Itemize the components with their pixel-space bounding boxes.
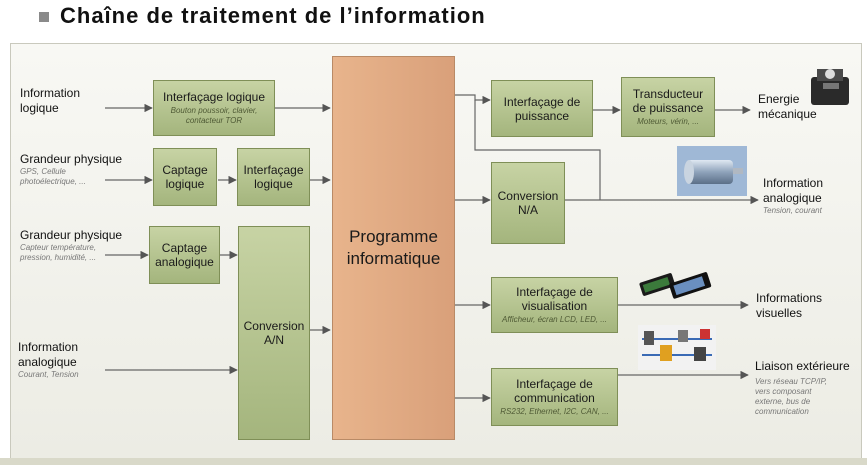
servo-motor-image — [811, 69, 849, 105]
block-interfacage-logique-1-note: Bouton poussoir, clavier, contacteur TOR — [170, 106, 258, 125]
dc-motor-image — [677, 146, 747, 196]
block-interfacage-visu-note: Afficheur, écran LCD, LED, ... — [502, 315, 607, 324]
page-title: Chaîne de traitement de l’information — [60, 3, 486, 28]
block-captage-logique: Captage logique — [153, 148, 217, 206]
title-bullet — [39, 12, 49, 22]
network-devices-image — [638, 325, 716, 370]
block-interfacage-visu-label: Interfaçage de visualisation — [516, 285, 593, 313]
output-liaison-note: Vers réseau TCP/IP, vers composant exter… — [755, 377, 828, 416]
input-grandeur-physique-1-title: Grandeur physique — [20, 152, 123, 166]
block-conversion-an: Conversion A/N — [238, 226, 310, 440]
input-grandeur-physique-2: Grandeur physique Capteur température, p… — [20, 228, 122, 263]
block-conversion-na: Conversion N/A — [491, 162, 565, 244]
block-interfacage-visualisation: Interfaçage de visualisation Afficheur, … — [491, 277, 618, 333]
input-info-analogique: Information analogique Courant, Tension — [18, 340, 79, 380]
block-transducteur: Transducteur de puissance Moteurs, vérin… — [621, 77, 715, 137]
block-programme-label: Programme informatique — [346, 227, 441, 268]
input-info-analogique-title: Information analogique — [18, 340, 79, 369]
block-interfacage-communication: Interfaçage de communication RS232, Ethe… — [491, 368, 618, 426]
block-interfacage-logique-1: Interfaçage logique Bouton poussoir, cla… — [153, 80, 275, 136]
block-interfacage-puissance: Interfaçage de puissance — [491, 80, 593, 137]
output-liaison-title: Liaison extérieure — [755, 359, 850, 373]
input-info-analogique-note: Courant, Tension — [18, 370, 79, 379]
output-energie-mecanique: Energie mécanique — [758, 92, 817, 121]
block-interfacage-logique-1-label: Interfaçage logique — [162, 90, 266, 104]
block-programme-informatique: Programme informatique — [332, 56, 455, 440]
block-transducteur-label: Transducteur de puissance — [632, 87, 704, 115]
input-grandeur-physique-1: Grandeur physique GPS, Cellule photoélec… — [20, 152, 122, 187]
bottom-band — [0, 458, 867, 465]
output-info-analogique: Information analogique Tension, courant — [763, 176, 823, 216]
output-informations-visuelles: Informations visuelles — [756, 291, 823, 320]
title-bar: Chaîne de traitement de l’information — [0, 0, 867, 38]
block-transducteur-note: Moteurs, vérin, ... — [637, 117, 699, 126]
lcd-display-image — [639, 272, 712, 299]
output-info-analogique-title: Information analogique — [763, 176, 824, 205]
input-info-logique: Information logique — [20, 86, 81, 115]
block-interfacage-com-label: Interfaçage de communication — [514, 377, 595, 405]
block-interfacage-com-note: RS232, Ethernet, I2C, CAN, ... — [500, 407, 609, 416]
input-grandeur-physique-2-note: Capteur température, pression, humidité,… — [20, 243, 97, 262]
output-info-analogique-note: Tension, courant — [763, 206, 822, 215]
block-interfacage-logique-2: Interfaçage logique — [237, 148, 310, 206]
input-grandeur-physique-1-note: GPS, Cellule photoélectrique, ... — [20, 167, 86, 186]
output-liaison-exterieure: Liaison extérieure Vers réseau TCP/IP, v… — [755, 359, 850, 417]
block-captage-analogique: Captage analogique — [149, 226, 220, 284]
input-grandeur-physique-2-title: Grandeur physique — [20, 228, 123, 242]
